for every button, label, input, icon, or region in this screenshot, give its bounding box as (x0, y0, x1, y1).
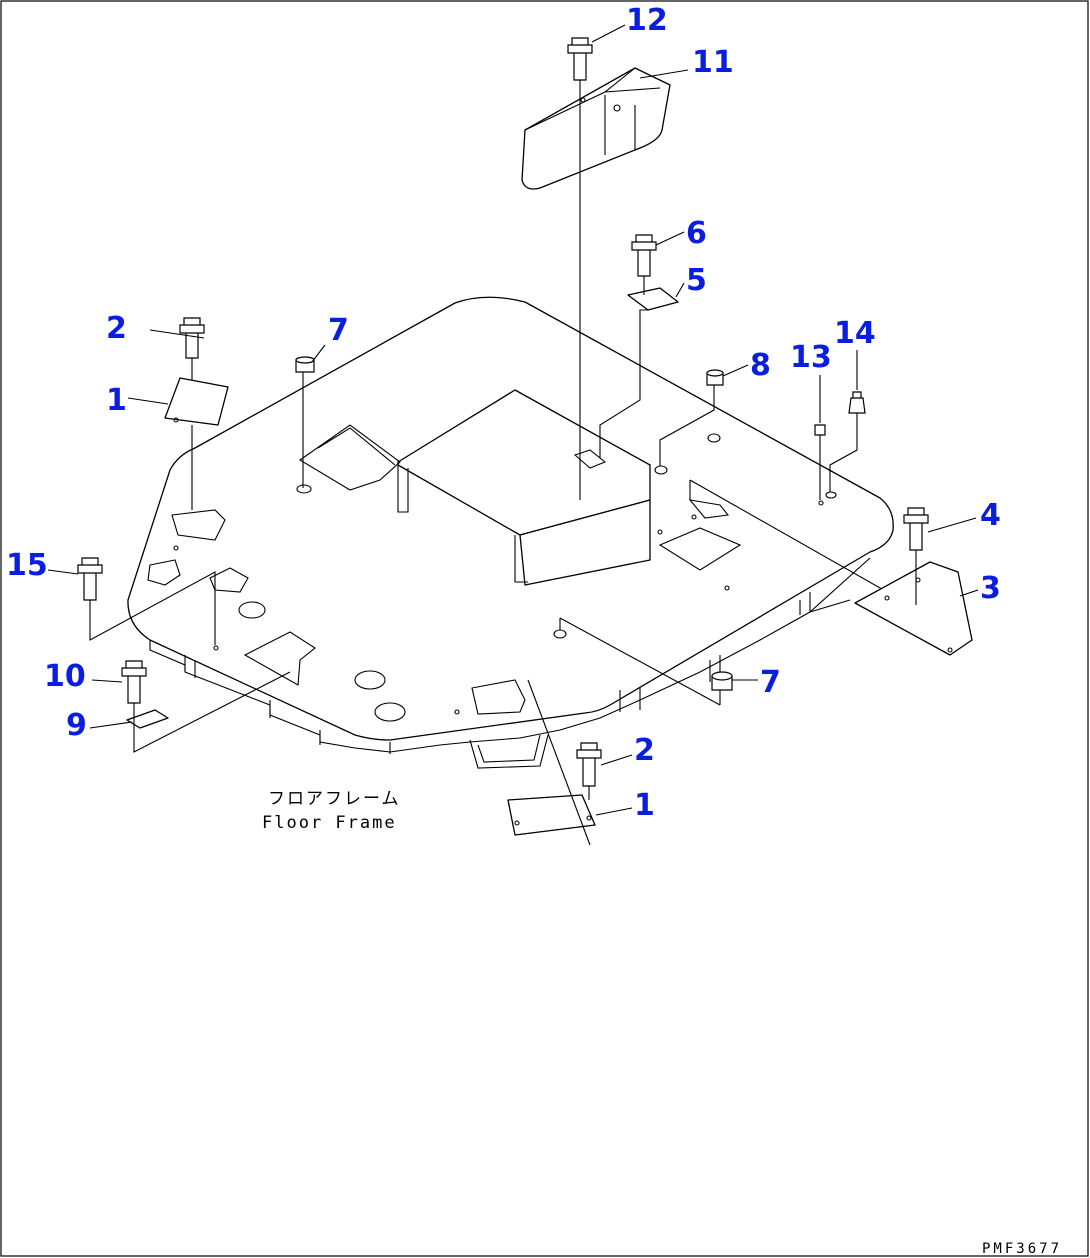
callout-1: 1 (106, 383, 127, 418)
part-13-plug (814, 424, 826, 436)
part-1-cover-front (507, 794, 596, 836)
floor-frame (127, 296, 911, 769)
part-11-rear-cover (521, 67, 671, 190)
part-6-bolt (631, 234, 657, 277)
callout-4: 4 (980, 498, 1001, 533)
callout-15: 15 (6, 548, 48, 583)
part-10-bolt (121, 660, 147, 704)
callout-11: 11 (692, 45, 734, 80)
part-2-bolt-front (576, 742, 602, 787)
callout-12: 12 (626, 3, 668, 38)
callout-leaders (47, 24, 979, 816)
callout-6: 6 (686, 216, 707, 251)
drawing-number: PMF3677 (982, 1241, 1062, 1257)
part-1-cover-left (164, 377, 229, 426)
callout-7: 7 (328, 313, 349, 348)
callout-14: 14 (834, 316, 876, 351)
caption-japanese: フロアフレーム (268, 789, 401, 809)
callout-1: 1 (634, 788, 655, 823)
part-15-bolt (77, 557, 103, 601)
part-14-fitting (848, 391, 866, 414)
callouts: 12 11 6 5 2 1 7 8 13 14 4 3 15 10 9 7 2 … (6, 3, 1001, 823)
part-3-bracket (854, 561, 973, 656)
part-5-plate (627, 287, 679, 311)
callout-9: 9 (66, 708, 87, 743)
part-2-bolt-left (179, 317, 205, 359)
callout-2: 2 (106, 311, 127, 346)
part-8-plug (706, 369, 724, 386)
callout-5: 5 (686, 263, 707, 298)
part-4-bolt (903, 507, 929, 551)
callout-3: 3 (980, 571, 1001, 606)
part-9-plate (126, 709, 169, 729)
part-7-plug-front (711, 671, 733, 691)
callout-13: 13 (790, 340, 832, 375)
callout-7: 7 (760, 665, 781, 700)
callout-10: 10 (44, 659, 86, 694)
part-12-bolt (567, 37, 593, 81)
assembly-lines (89, 80, 917, 846)
callout-2: 2 (634, 733, 655, 768)
part-7-plug-rear (295, 356, 315, 373)
caption-english: Floor Frame (262, 813, 397, 833)
callout-8: 8 (750, 348, 771, 383)
